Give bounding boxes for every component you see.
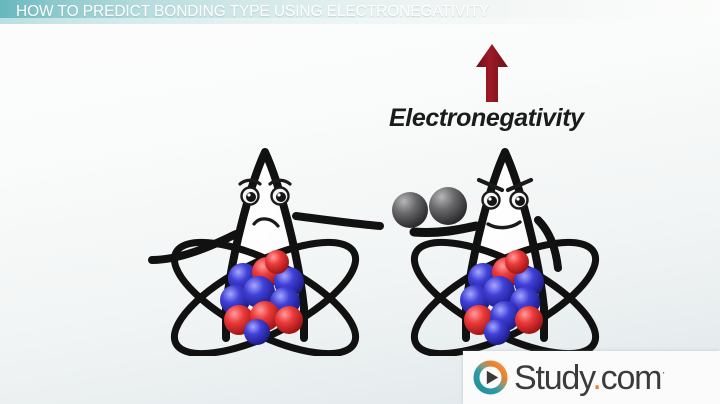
atom-left-arm-holding xyxy=(409,221,481,237)
study-com-logo[interactable]: Study.com· xyxy=(463,351,720,404)
angry-atom-character xyxy=(380,138,630,358)
atom-left-arm xyxy=(148,230,240,264)
logo-brand: Study xyxy=(514,358,594,397)
stolen-electrons xyxy=(392,187,467,228)
atom-face-sad xyxy=(238,178,292,228)
atom-face-angry xyxy=(476,177,534,230)
page-title: HOW TO PREDICT BONDING TYPE USING ELECTR… xyxy=(16,3,490,20)
atom-right-arm xyxy=(292,212,384,230)
logo-wordmark: Study.com· xyxy=(514,361,666,395)
play-circle-icon xyxy=(472,359,509,396)
logo-dot: . xyxy=(592,358,601,397)
logo-tld: com xyxy=(600,358,663,397)
logo-trademark: · xyxy=(661,364,666,380)
electronegativity-label: Electronegativity xyxy=(389,104,584,132)
up-arrow-icon xyxy=(470,42,514,104)
nucleus xyxy=(460,250,544,345)
atom-right-arm xyxy=(534,216,562,272)
nucleus xyxy=(220,250,304,345)
sad-atom-character xyxy=(140,138,390,358)
title-bar: HOW TO PREDICT BONDING TYPE USING ELECTR… xyxy=(0,0,720,24)
